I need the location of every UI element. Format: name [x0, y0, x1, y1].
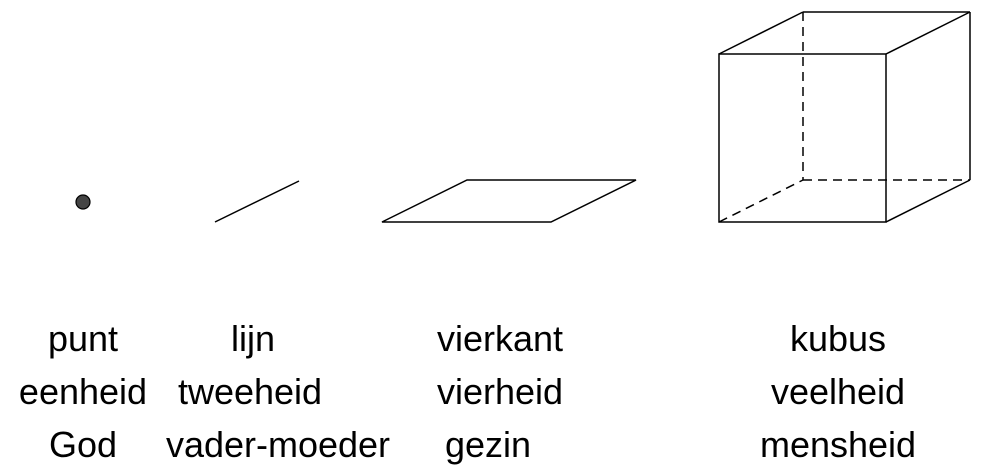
- cube-front-face: [718, 53, 887, 223]
- cube-hidden-edges: [718, 12, 970, 223]
- column-line: lijn tweeheid vader-moeder: [146, 312, 406, 471]
- column-cube: kubus veelheid mensheid: [708, 312, 968, 471]
- shape-label: lijn: [230, 318, 275, 359]
- cube-bottom-right-edge: [885, 179, 971, 223]
- meaning-label: vader-moeder: [165, 424, 391, 465]
- cube-top-right-edge: [885, 11, 971, 55]
- shape-label: kubus: [789, 318, 887, 359]
- meaning-label: gezin: [444, 424, 532, 465]
- unity-label: tweeheid: [177, 371, 323, 412]
- shape-label: punt: [47, 318, 119, 359]
- cube-top-left-edge: [718, 11, 804, 55]
- square-shape: [381, 179, 637, 223]
- cube-hidden-bottom-left-edge: [718, 179, 804, 223]
- unity-label: vierheid: [436, 371, 564, 412]
- unity-label: eenheid: [18, 371, 148, 412]
- point-shape: [75, 194, 91, 210]
- meaning-label: God: [48, 424, 118, 465]
- shape-label: vierkant: [436, 318, 564, 359]
- column-square: vierkant vierheid gezin: [370, 312, 630, 471]
- line-shape: [214, 180, 300, 223]
- unity-label: veelheid: [770, 371, 906, 412]
- meaning-label: mensheid: [759, 424, 917, 465]
- column-point: punt eenheid God: [0, 312, 213, 471]
- cube-shape: [718, 11, 971, 223]
